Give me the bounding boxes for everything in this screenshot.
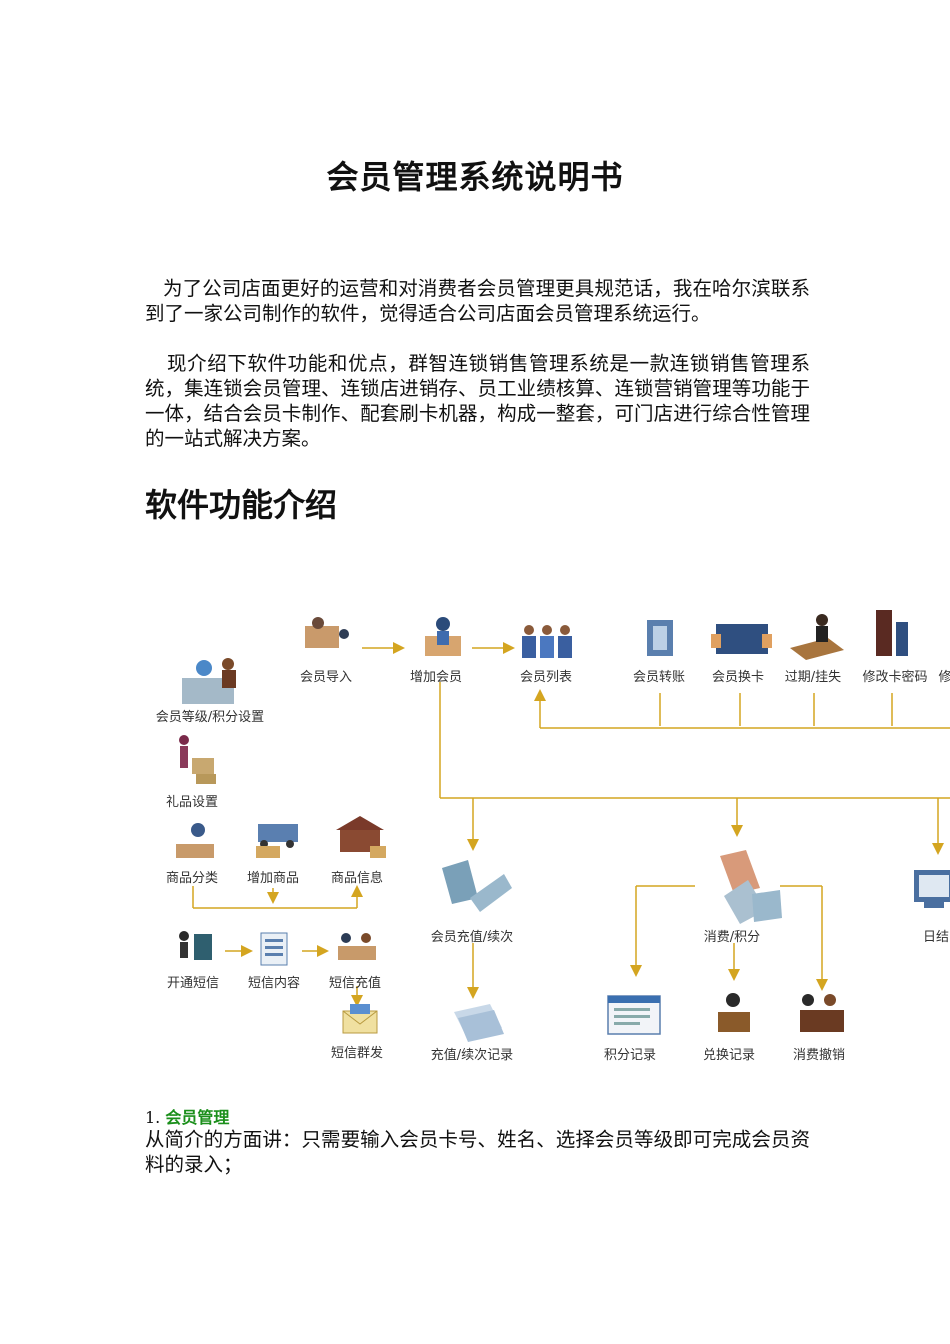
label-sms-recharge: 短信充值 — [328, 976, 382, 991]
consume-cancel-icon — [800, 994, 844, 1032]
pwd-icon — [876, 610, 908, 656]
recharge-record-icon — [454, 1004, 504, 1042]
label-goods-info: 商品信息 — [330, 871, 384, 886]
intro-paragraph-2: 现介绍下软件功能和优点，群智连锁销售管理系统是一款连锁销售管理系统，集连锁会员管… — [145, 352, 810, 450]
transfer-icon — [647, 620, 673, 656]
label-change-card-pwd: 修改卡密码 — [862, 670, 928, 685]
label-add-goods: 增加商品 — [246, 871, 300, 886]
item-heading: 1. 会员管理 — [145, 1104, 229, 1128]
label-member-card-swap: 会员换卡 — [711, 670, 765, 685]
level-points-icon — [182, 658, 236, 704]
points-record-icon — [607, 995, 661, 1035]
label-member-transfer: 会员转账 — [632, 670, 686, 685]
sms-content-icon — [260, 932, 288, 966]
label-sms-content: 短信内容 — [247, 976, 301, 991]
label-add-member: 增加会员 — [409, 670, 463, 685]
label-exchange-record: 兑换记录 — [702, 1048, 756, 1063]
card-swap-icon — [711, 624, 772, 654]
item-title: 会员管理 — [165, 1108, 230, 1127]
flow-connectors — [176, 610, 950, 1042]
label-recharge-record: 充值/续次记录 — [430, 1048, 514, 1063]
label-recharge-renew: 会员充值/续次 — [430, 930, 514, 945]
label-goods-category: 商品分类 — [165, 871, 219, 886]
recharge-icon — [442, 860, 512, 912]
open-sms-icon — [179, 931, 212, 960]
expire-loss-icon — [790, 614, 844, 660]
item-paragraph: 从简介的方面讲：只需要输入会员卡号、姓名、选择会员等级即可完成会员资料的录入； — [145, 1128, 810, 1176]
label-gift-setting: 礼品设置 — [165, 795, 219, 810]
daily-icon — [914, 870, 950, 908]
goods-info-icon — [336, 816, 386, 858]
intro-paragraph-1: 为了公司店面更好的运营和对消费者会员管理更具规范话，我在哈尔滨联系到了一家公司制… — [145, 277, 810, 325]
label-level-points: 会员等级/积分设置 — [155, 710, 265, 725]
label-expire-loss: 过期/挂失 — [784, 670, 842, 685]
consume-points-icon — [720, 850, 782, 924]
category-icon — [176, 823, 214, 858]
item-number: 1. — [145, 1108, 161, 1127]
add-member-icon — [425, 617, 461, 656]
label-daily: 日结 — [922, 930, 950, 945]
label-open-sms: 开通短信 — [166, 976, 220, 991]
add-goods-icon — [256, 824, 298, 858]
exchange-record-icon — [718, 993, 750, 1032]
function-flow-diagram: 会员导入 增加会员 会员列表 会员转账 会员换卡 过期/挂失 修改卡密码 修 会… — [140, 598, 950, 1070]
label-consume-points: 消费/积分 — [703, 930, 761, 945]
label-consume-cancel: 消费撤销 — [792, 1048, 846, 1063]
label-member-import: 会员导入 — [299, 670, 353, 685]
label-points-record: 积分记录 — [603, 1048, 657, 1063]
label-member-list: 会员列表 — [519, 670, 573, 685]
document-title: 会员管理系统说明书 — [326, 158, 624, 196]
label-sms-broadcast: 短信群发 — [330, 1046, 384, 1061]
section-heading: 软件功能介绍 — [145, 486, 338, 524]
sms-broadcast-icon — [342, 1004, 378, 1034]
label-cut-off: 修 — [938, 670, 950, 685]
import-icon — [305, 617, 349, 648]
gift-icon — [179, 735, 216, 784]
sms-recharge-icon — [338, 933, 376, 960]
list-icon — [522, 625, 572, 658]
